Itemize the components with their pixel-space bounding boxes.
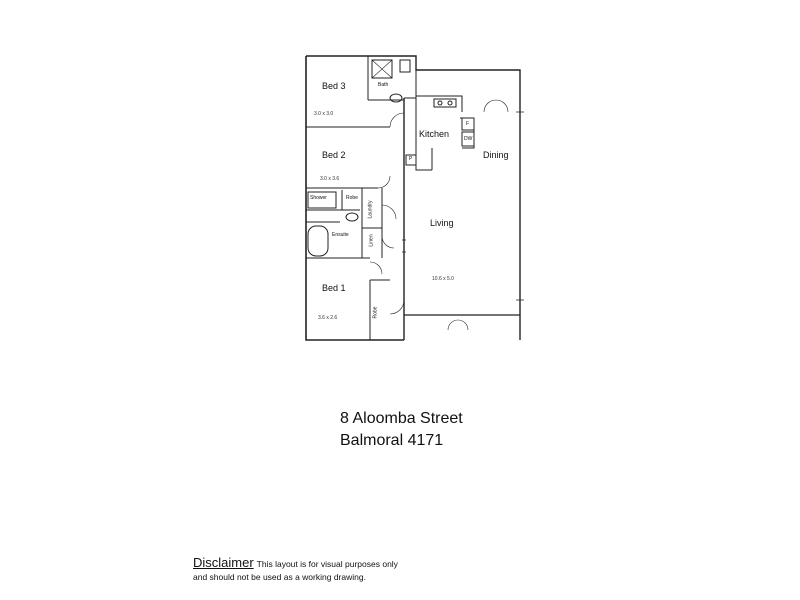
bed3-size: 3.0 x 3.0: [314, 111, 334, 117]
door-swing-bed3: [389, 112, 405, 128]
door-swing-living: [389, 299, 405, 315]
address-suburb: Balmoral 4171: [340, 432, 444, 449]
ensuite-basin: [345, 212, 359, 222]
linen-label: Linen: [368, 234, 375, 247]
kitchen-bench-top: [416, 95, 463, 112]
outer-wall-top: [306, 55, 521, 340]
bed1-size: 3.6 x 2.6: [318, 315, 338, 321]
outer-wall-left-wing: [305, 56, 404, 341]
ensuite-label: Ensuite: [332, 232, 349, 238]
door-swing-dining-left: [483, 99, 497, 113]
pantry-unit: [405, 154, 417, 166]
disclaimer-line2: and should not be used as a working draw…: [193, 572, 366, 582]
dining-label: Dining: [483, 150, 509, 160]
bed2-size: 3.0 x 3.6: [320, 176, 340, 182]
bathtub: [307, 225, 329, 257]
bed3-label: Bed 3: [322, 81, 346, 91]
disclaimer-line1: This layout is for visual purposes only: [256, 559, 398, 569]
toilet-fixture: [399, 59, 411, 73]
shower-label: Shower: [310, 195, 327, 201]
door-swing-living-bottom-right: [457, 319, 469, 331]
door-swing-living-bottom-left: [447, 319, 459, 331]
dishwasher-label: DW: [464, 136, 473, 142]
kitchen-label: Kitchen: [419, 129, 450, 139]
laundry-label: Laundry: [367, 200, 374, 219]
bath-shower-fixture: [371, 59, 393, 79]
fridge-unit: [461, 117, 475, 131]
door-swing-bed1: [369, 261, 383, 275]
property-address: 8 Aloomba Street Balmoral 4171: [340, 408, 463, 452]
cooktop: [433, 98, 457, 108]
bath-label: Bath: [378, 82, 389, 88]
door-swing-linen: [381, 235, 395, 249]
kitchen-bench-left: [415, 96, 432, 171]
disclaimer-heading: Disclaimer: [193, 555, 254, 570]
bed2-label: Bed 2: [322, 150, 346, 160]
address-street: 8 Aloomba Street: [340, 410, 463, 427]
dishwasher-unit: [461, 131, 475, 147]
shower-box: [307, 191, 337, 209]
door-swing-bed2: [377, 175, 391, 189]
fridge-label: F: [466, 121, 470, 127]
robe-label: Robe: [346, 195, 358, 201]
door-swing-dining-right: [495, 99, 509, 113]
pantry-label: P: [409, 156, 413, 162]
living-label: Living: [430, 218, 454, 228]
bed1-label: Bed 1: [322, 283, 346, 293]
vanity-basin: [389, 93, 403, 103]
door-swing-laundry: [381, 204, 397, 220]
living-size: 10.6 x 5.0: [432, 276, 454, 282]
bed1-robe-label: Robe: [372, 306, 379, 319]
